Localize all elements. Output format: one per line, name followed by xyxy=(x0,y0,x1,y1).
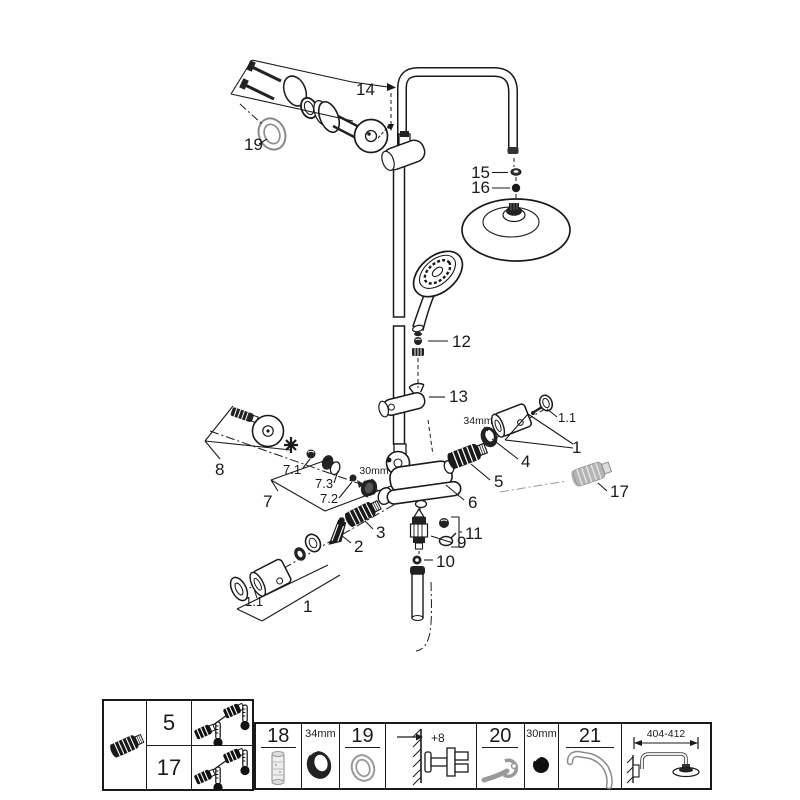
table-cell-30mm: 30mm xyxy=(525,724,560,788)
part-number-cell: 5 xyxy=(147,701,192,745)
shower-arm-pipe xyxy=(397,67,519,154)
parts-2-3-chain xyxy=(238,497,398,595)
table-cell-34mm: 34mm xyxy=(302,724,341,788)
table-cell-20: 20 xyxy=(477,724,525,788)
table-row: 5 xyxy=(147,701,252,746)
size-label: 34mm xyxy=(305,728,336,740)
thermometer-diagram-cell xyxy=(192,701,252,745)
part-9-cartridge xyxy=(409,507,454,550)
thermometer-diagram-icon xyxy=(193,701,251,745)
outlet-tube xyxy=(410,566,432,652)
nut-30mm-icon xyxy=(533,755,550,773)
handle-assembly-8 xyxy=(204,405,298,460)
shower-arm-icon xyxy=(566,750,613,790)
callout-1-1-bottom: 1.1 xyxy=(245,594,263,609)
bottom-union-assembly-1 xyxy=(229,558,341,622)
wrench-icon xyxy=(481,758,519,783)
arm-length-diagram-icon: 404-412 xyxy=(626,728,700,784)
thermometer-diagram-cell xyxy=(192,746,252,790)
part-number-label: 18 xyxy=(260,725,296,748)
callout-2: 2 xyxy=(354,537,363,556)
parts-table-accessories-group: 18 34mm 19 xyxy=(254,722,712,790)
table-cell-18: 18 xyxy=(256,724,302,788)
callout-7-2: 7.2 xyxy=(320,491,338,506)
part-12-check-valve xyxy=(412,331,448,388)
callout-12: 12 xyxy=(452,332,471,351)
table-cell-arm-range: 404-412 xyxy=(622,724,710,788)
thermometer-diagram-icon xyxy=(193,746,251,790)
part-number-label: 21 xyxy=(566,725,614,748)
callout-3: 3 xyxy=(376,523,385,542)
table-cell-19: 19 xyxy=(340,724,386,788)
callout-17: 17 xyxy=(610,482,629,501)
callout-19: 19 xyxy=(244,135,263,154)
callout-30mm: 30mm xyxy=(359,465,388,477)
filter-insert-icon xyxy=(271,751,285,785)
part-17-grey xyxy=(499,458,614,493)
callout-16: 16 xyxy=(471,178,490,197)
table-cell-21: 21 xyxy=(559,724,622,790)
callout-5: 5 xyxy=(494,472,503,491)
callout-7-3: 7.3 xyxy=(315,476,333,491)
callout-4: 4 xyxy=(521,452,530,471)
check-valve-icon xyxy=(107,731,145,760)
oring-19 xyxy=(239,103,287,151)
nut-34mm-icon xyxy=(307,749,332,779)
check-valve-image-cell xyxy=(104,701,147,789)
callout-10: 10 xyxy=(436,552,455,571)
part-number-cell: 17 xyxy=(147,746,192,790)
callout-8: 8 xyxy=(215,460,224,479)
table-cell-wall-offset: +8 xyxy=(386,724,478,788)
callout-34mm: 34mm xyxy=(463,415,492,427)
part-number-label: 19 xyxy=(345,725,380,748)
callout-1-right: 1 xyxy=(572,438,581,457)
hand-shower xyxy=(412,250,464,333)
wall-mounting-diagram-icon: +8 xyxy=(396,728,469,786)
mixer-body-6 xyxy=(385,443,465,509)
table-row: 17 xyxy=(147,746,252,790)
right-union-chain xyxy=(444,394,574,481)
wall-union-assembly xyxy=(230,59,396,154)
callout-13: 13 xyxy=(449,387,468,406)
callout-1-1-right: 1.1 xyxy=(558,410,576,425)
pipe-tee-union xyxy=(381,107,426,171)
rain-shower-head xyxy=(461,198,571,262)
oring-icon xyxy=(350,754,375,782)
callout-15: 15 xyxy=(471,163,490,182)
shower-holder-13 xyxy=(378,382,445,456)
parts-table-valve-group: 5 17 xyxy=(102,699,254,791)
callout-7: 7 xyxy=(263,492,272,511)
callout-11: 11 xyxy=(465,524,483,543)
size-label: 30mm xyxy=(526,728,557,740)
callout-6: 6 xyxy=(468,493,477,512)
part-15-seal xyxy=(492,158,522,176)
callout-1-bottom: 1 xyxy=(303,597,312,616)
part-number-label: 20 xyxy=(482,725,519,748)
arm-range-value: 404-412 xyxy=(647,728,686,740)
callout-14: 14 xyxy=(356,80,375,99)
wall-offset-value: +8 xyxy=(431,731,445,745)
callout-9: 9 xyxy=(457,533,466,552)
callout-7-1: 7.1 xyxy=(283,462,301,477)
part-10-nut xyxy=(412,551,433,565)
